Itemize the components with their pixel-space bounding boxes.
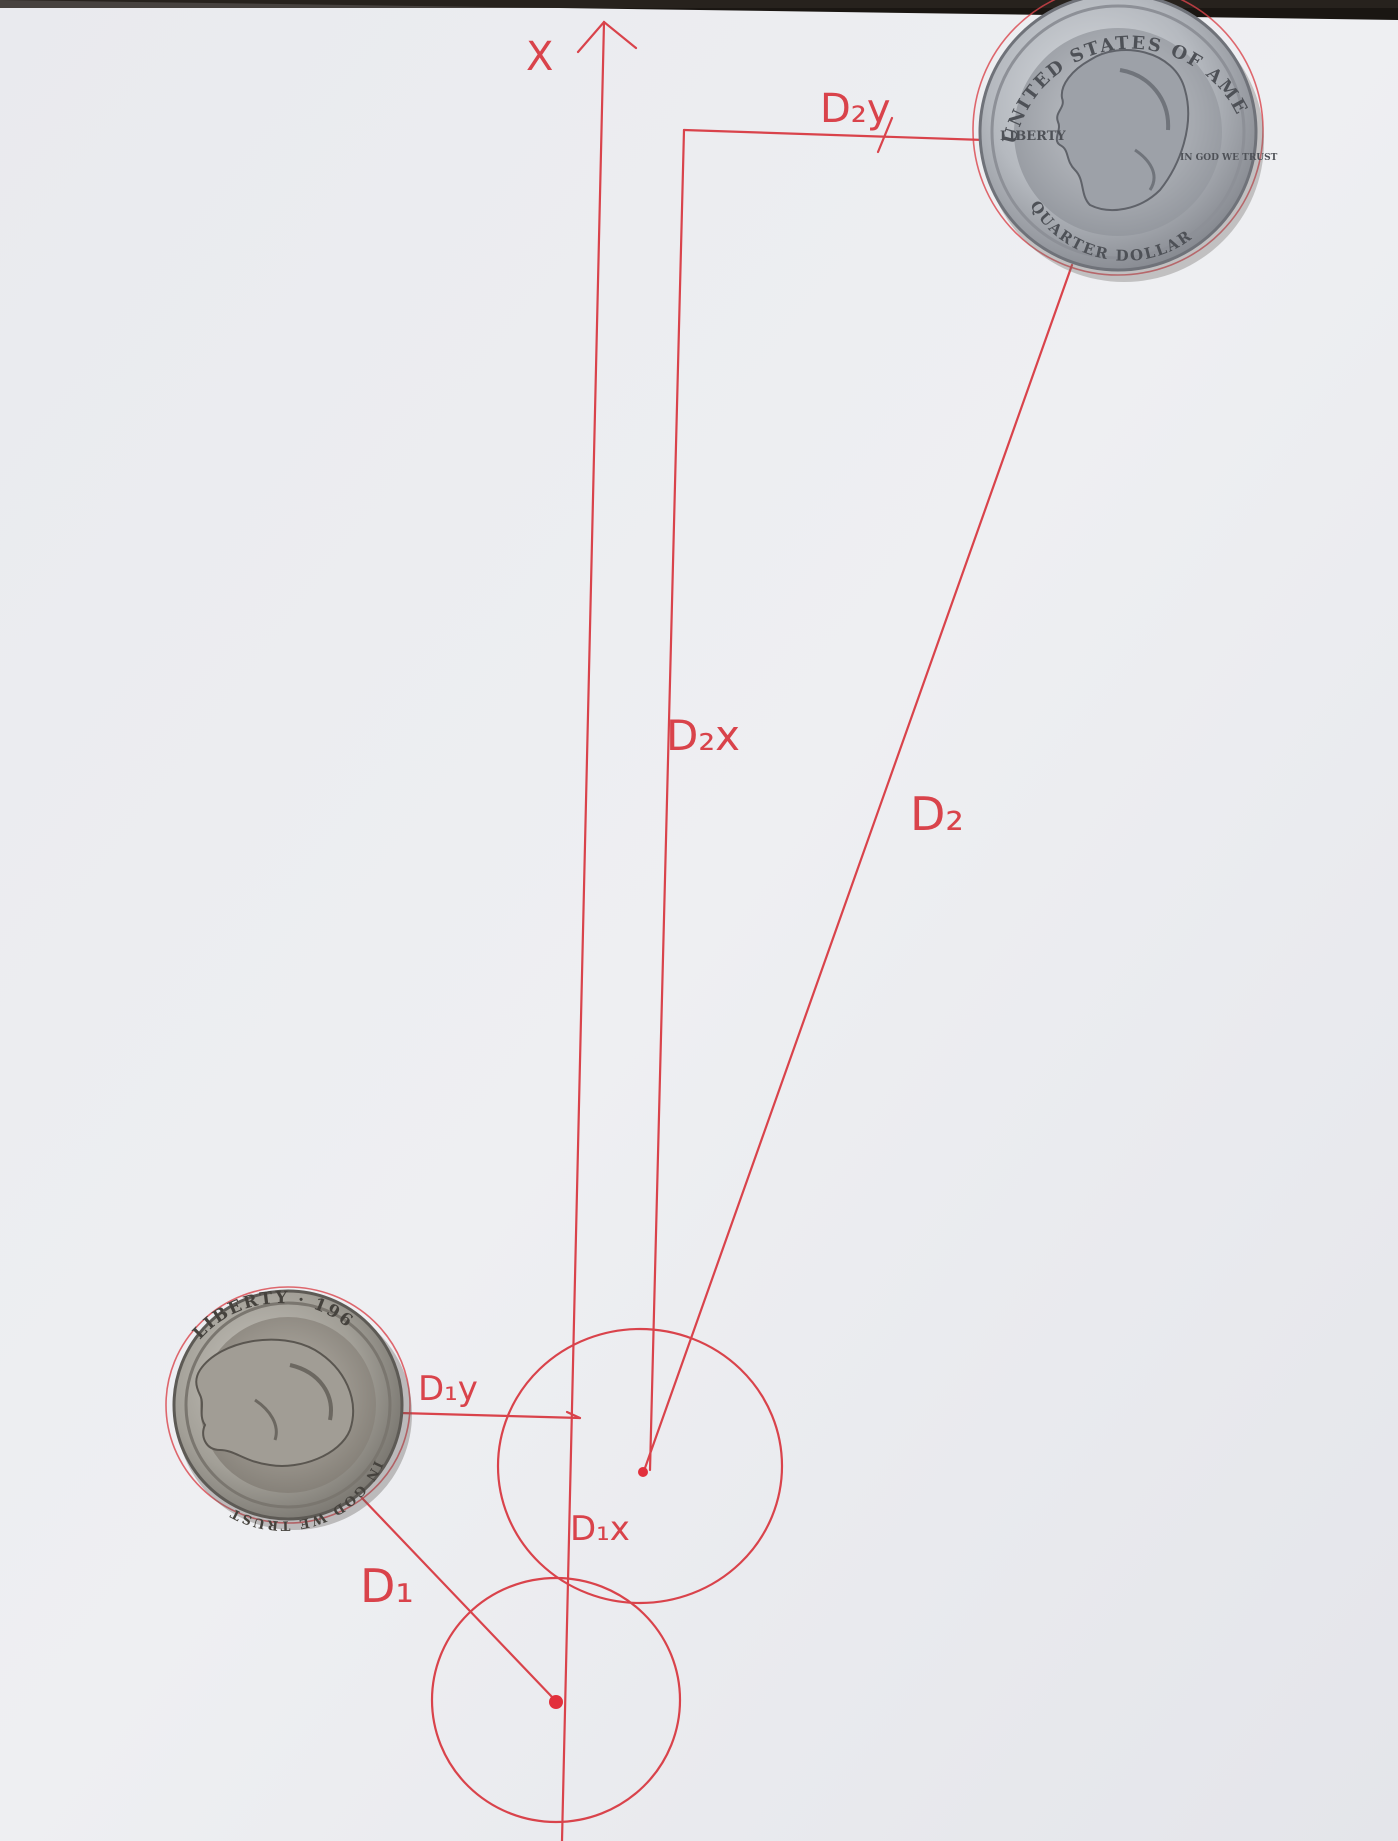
d1y-tick [565,1410,582,1420]
label-d2y: D₂y [820,86,891,132]
d1-center-dot [549,1695,563,1709]
d2-line [643,263,1074,1470]
d1y-line [398,1411,582,1420]
nickel-trace [165,1286,411,1524]
target-circle-upper [496,1327,784,1605]
quarter-trace [972,0,1264,276]
x-axis-arrowhead [576,20,638,54]
target-circle-lower [430,1576,682,1824]
d2x-line [648,128,686,1472]
d2y-line [682,128,986,142]
d1-line [360,1496,555,1700]
d2-center-dot [638,1467,648,1477]
label-d1x: D₁x [570,1509,630,1549]
label-d2x: D₂x [666,711,740,760]
paper-top-edge-shadow [0,0,1398,8]
label-axis-x: X [526,34,553,80]
x-axis-line [560,20,606,1841]
d2y-tick [876,116,894,154]
ink-drawing [165,0,1264,1841]
label-d1: D₁ [360,1559,414,1613]
quarter-legend-left: LIBERTY [1000,129,1066,144]
quarter-motto: IN GOD WE TRUST [1180,153,1278,163]
label-d2: D₂ [910,787,964,841]
label-d1y: D₁y [418,1369,478,1409]
nickel-portrait [195,1338,355,1467]
